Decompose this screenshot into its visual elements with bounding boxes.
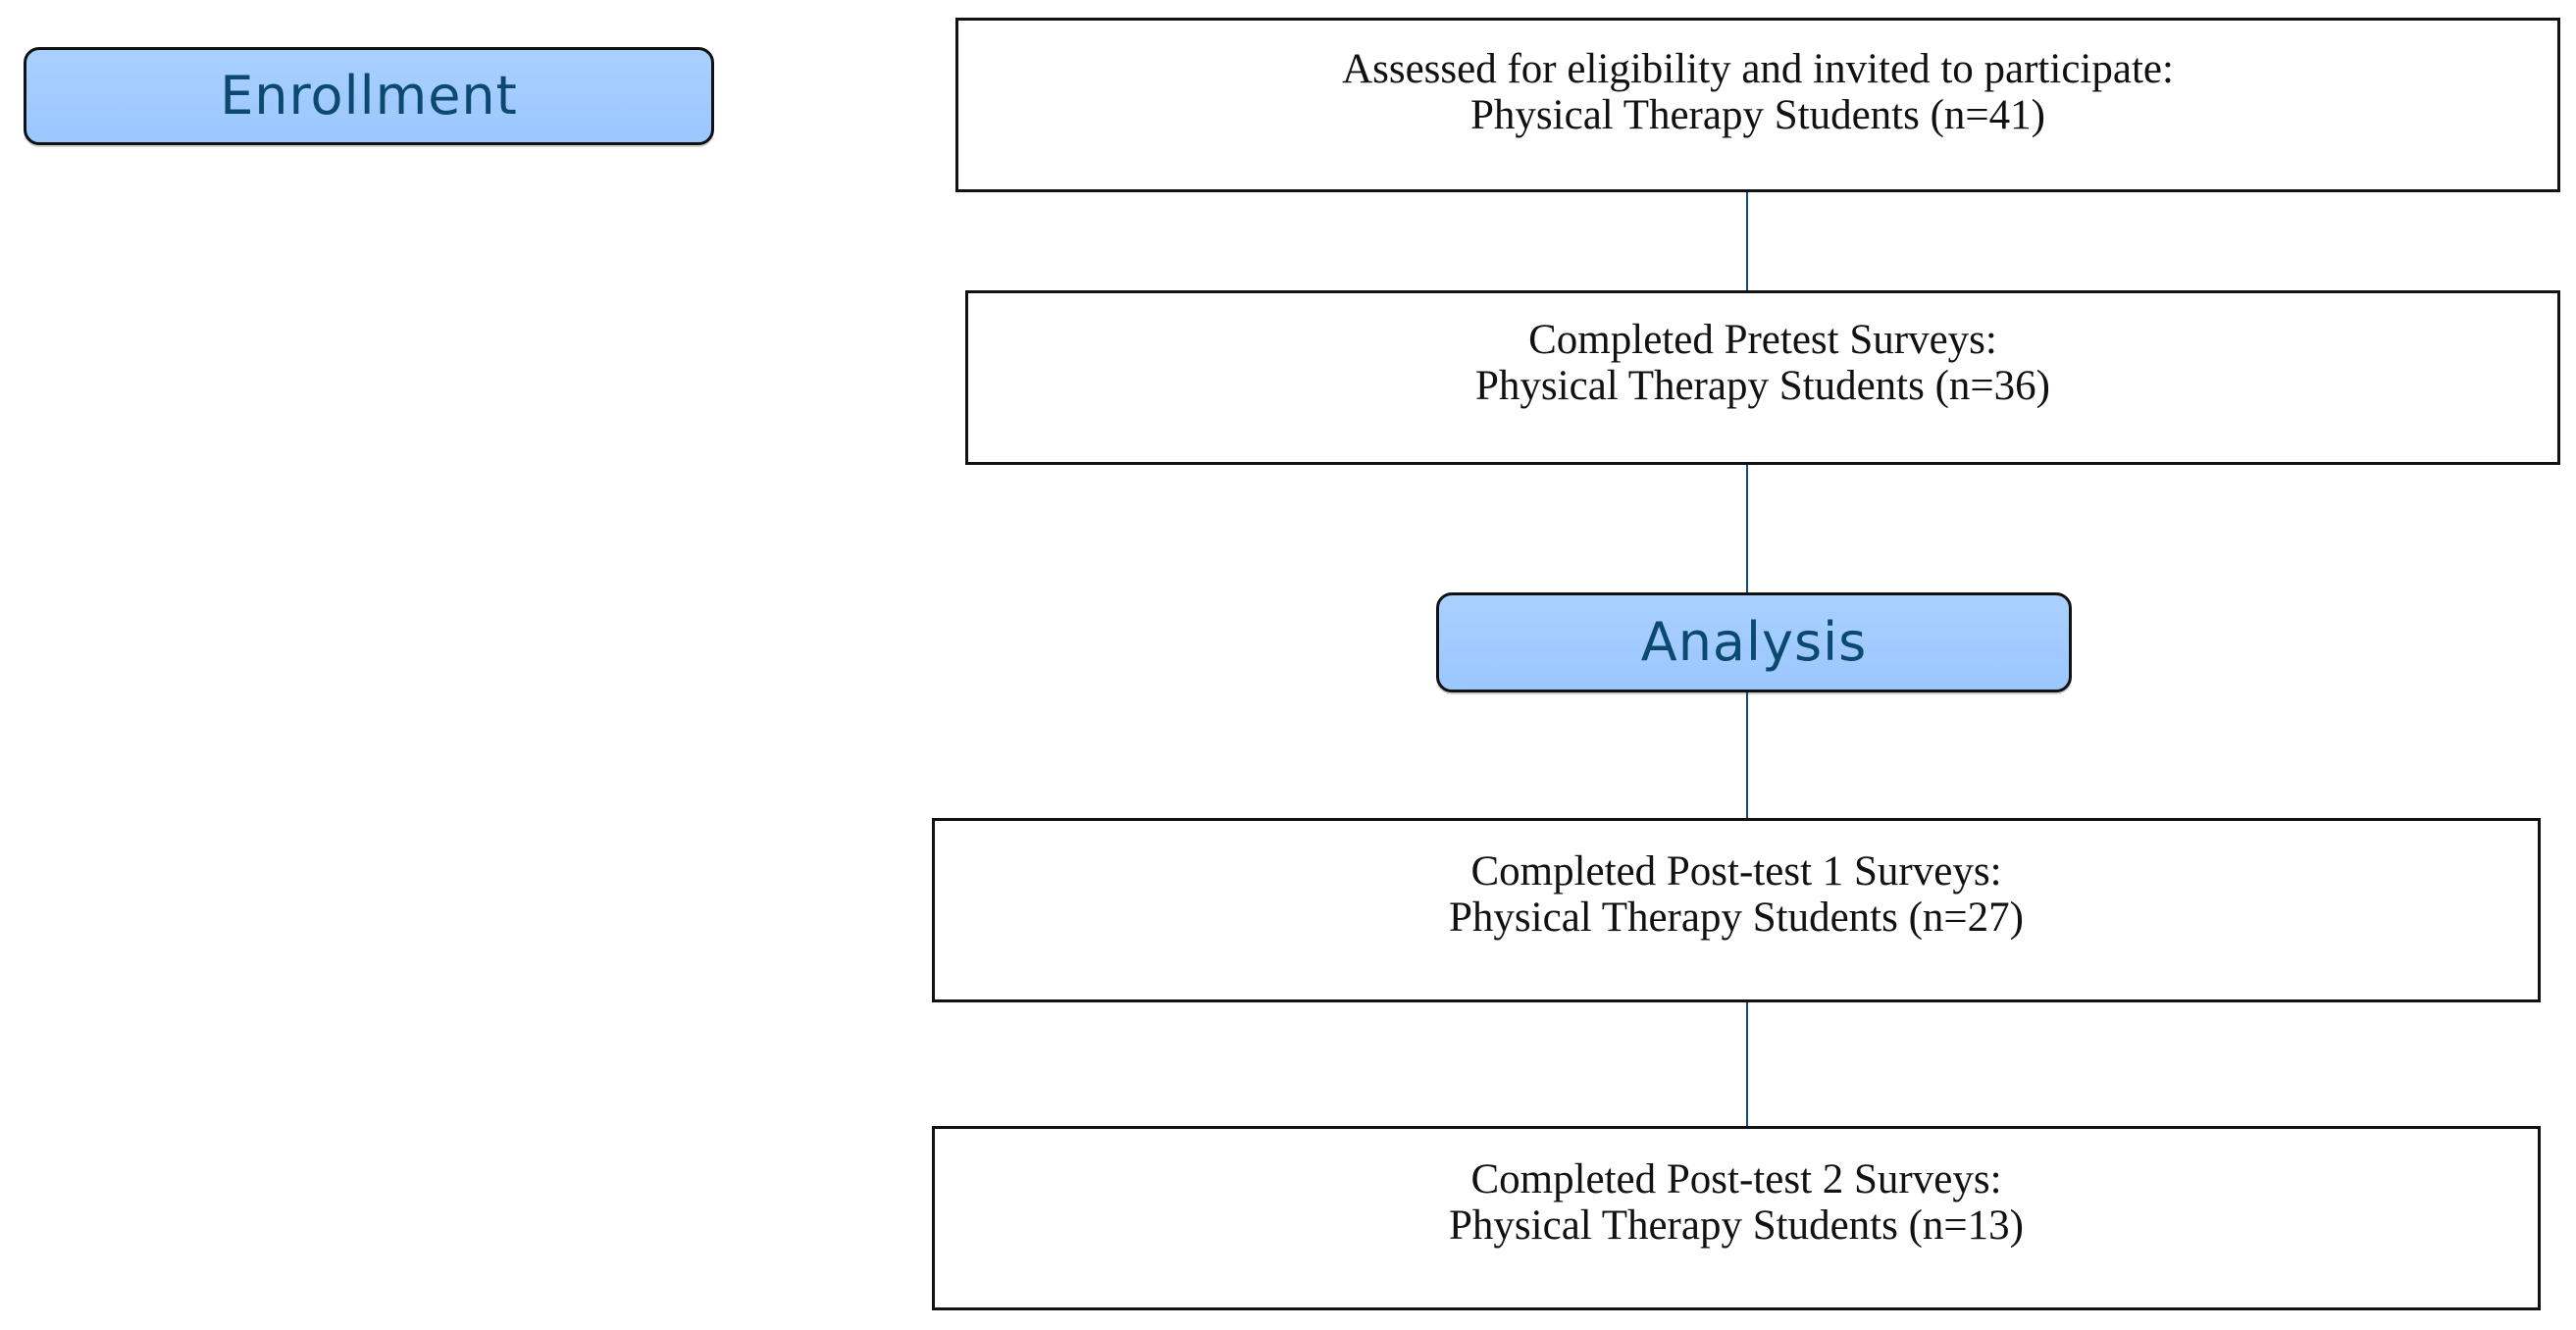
connector-analysis-to-posttest1 xyxy=(1746,692,1748,818)
flow-box-pretest: Completed Pretest Surveys: Physical Ther… xyxy=(965,290,2560,465)
stage-enrollment-text: Enrollment xyxy=(220,65,518,127)
flow-box-pretest-line2: Physical Therapy Students (n=36) xyxy=(1475,363,2050,410)
flow-box-posttest2-line2: Physical Therapy Students (n=13) xyxy=(1449,1202,2024,1250)
connector-pretest-to-analysis xyxy=(1746,465,1748,592)
flow-box-posttest2: Completed Post-test 2 Surveys: Physical … xyxy=(932,1126,2541,1310)
flow-box-posttest1-line2: Physical Therapy Students (n=27) xyxy=(1449,895,2024,942)
flow-box-posttest1: Completed Post-test 1 Surveys: Physical … xyxy=(932,818,2541,1002)
stage-analysis-text: Analysis xyxy=(1640,611,1868,673)
connector-posttest1-to-posttest2 xyxy=(1746,1002,1748,1126)
flow-box-pretest-line1: Completed Pretest Surveys: xyxy=(1528,317,1997,363)
flow-box-posttest1-line1: Completed Post-test 1 Surveys: xyxy=(1470,848,2002,895)
connector-assessed-to-pretest xyxy=(1746,192,1748,290)
flow-box-assessed: Assessed for eligibility and invited to … xyxy=(955,18,2560,192)
stage-label-enrollment: Enrollment xyxy=(24,47,714,145)
flow-box-posttest2-line1: Completed Post-test 2 Surveys: xyxy=(1470,1156,2002,1202)
flow-box-assessed-line2: Physical Therapy Students (n=41) xyxy=(1470,92,2045,139)
flow-box-assessed-line1: Assessed for eligibility and invited to … xyxy=(1342,46,2174,92)
stage-label-analysis: Analysis xyxy=(1436,592,2072,692)
